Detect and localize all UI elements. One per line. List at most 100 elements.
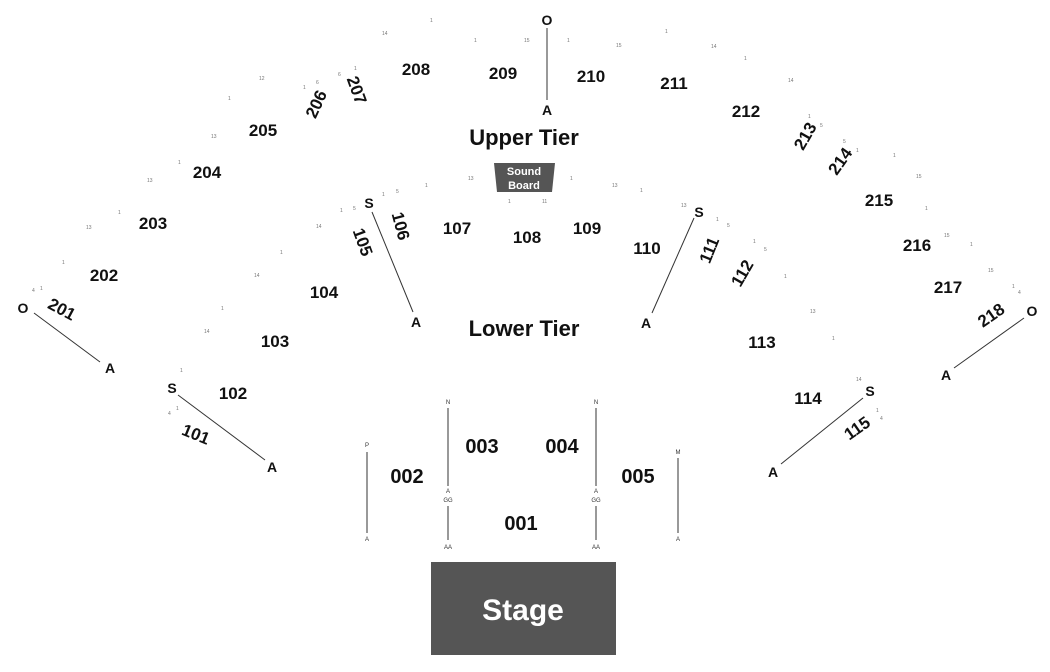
section-114[interactable]: 114 [794,389,822,408]
section-112[interactable]: 112 [727,257,757,290]
seat-number: 13 [810,309,816,315]
seat-number: 1 [354,66,357,72]
section-005[interactable]: 005 [621,466,654,488]
row-label-o: O [1027,303,1038,319]
section-214[interactable]: 214 [824,144,856,179]
section-003[interactable]: 003 [465,436,498,458]
section-108[interactable]: 108 [513,228,541,247]
seat-number: 4 [880,416,883,422]
row-label-a: A [768,464,778,480]
section-202[interactable]: 202 [90,266,118,285]
section-203[interactable]: 203 [139,214,167,233]
seat-number: 1 [221,306,224,312]
seat-number: 1 [876,408,879,414]
stage: Stage [431,562,616,655]
seat-number: 12 [259,76,265,82]
sound-board-label-line1: Sound [507,166,541,178]
row-label-s: S [694,204,703,220]
section-109[interactable]: 109 [573,219,601,238]
section-001[interactable]: 001 [504,513,537,535]
section-208[interactable]: 208 [402,60,430,79]
seat-number: 1 [382,192,385,198]
section-204[interactable]: 204 [193,163,222,182]
seat-number: 1 [340,208,343,214]
aisle-line-101 [177,394,266,461]
section-104[interactable]: 104 [310,283,339,302]
seat-number: 4 [1018,290,1021,296]
seat-number: 14 [788,78,794,84]
section-002[interactable]: 002 [390,466,423,488]
seat-number: 1 [716,217,719,223]
seat-number: 13 [681,203,687,209]
seat-numbers: 14 1 1 15 1 15 1 14 1 14 12 1 1 6 6 1 13… [32,18,1021,422]
section-101[interactable]: 101 [179,420,212,448]
seat-number: 13 [147,178,153,184]
seat-number: 1 [744,56,747,62]
seat-number: 1 [856,148,859,154]
seat-number: 1 [753,239,756,245]
seat-number: 1 [303,85,306,91]
row-label-o: O [18,300,29,316]
seat-number: 1 [893,153,896,159]
aisle-line-105 [371,211,414,313]
row-label-gg: GG [443,498,453,504]
seat-number: 1 [640,188,643,194]
section-106[interactable]: 106 [388,210,414,242]
row-label-s: S [364,195,373,211]
section-103[interactable]: 103 [261,332,289,351]
aisle-line-111 [651,217,695,314]
seat-number: 1 [970,242,973,248]
section-215[interactable]: 215 [865,191,893,210]
section-211[interactable]: 211 [660,74,687,93]
seat-number: 1 [925,206,928,212]
seat-number: 6 [316,80,319,86]
section-216[interactable]: 216 [903,236,931,255]
seat-number: 5 [764,247,767,253]
section-004[interactable]: 004 [545,436,579,458]
row-label-a: A [105,360,115,376]
seat-number: 15 [524,38,530,44]
section-212[interactable]: 212 [732,102,760,121]
row-label-s: S [167,380,176,396]
section-213[interactable]: 213 [790,119,821,153]
row-label-a: A [365,537,369,543]
seat-number: 15 [616,43,622,49]
seat-number: 4 [32,288,35,294]
aisle-line-201 [33,312,101,363]
section-105[interactable]: 105 [349,226,377,259]
seat-number: 1 [832,336,835,342]
seat-number: 15 [944,233,950,239]
section-206[interactable]: 206 [302,87,331,121]
floor-sections: 001 002 003 004 005 [390,436,654,535]
sound-board: Sound Board [494,163,555,192]
section-210[interactable]: 210 [577,67,605,86]
section-102[interactable]: 102 [219,384,247,403]
section-107[interactable]: 107 [443,219,471,238]
seat-number: 1 [784,274,787,280]
seat-number: 11 [542,199,547,205]
section-110[interactable]: 110 [633,239,660,258]
seat-number: 1 [570,176,573,182]
seat-number: 1 [665,29,668,35]
section-218[interactable]: 218 [974,299,1008,331]
section-115[interactable]: 115 [841,413,874,444]
row-label-a: A [542,102,552,118]
seat-number: 1 [178,160,181,166]
section-209[interactable]: 209 [489,64,517,83]
section-111[interactable]: 111 [696,234,724,266]
seat-number: 15 [988,268,994,274]
row-label-aa: AA [592,545,600,551]
seat-number: 13 [86,225,92,231]
seat-number: 1 [118,210,121,216]
aisle-line-218 [953,317,1025,369]
seat-number: 1 [430,18,433,24]
section-113[interactable]: 113 [748,333,775,352]
section-207[interactable]: 207 [343,74,371,107]
section-201[interactable]: 201 [45,294,79,324]
seat-number: 13 [211,134,217,140]
row-label-a: A [676,537,680,543]
section-217[interactable]: 217 [934,278,962,297]
row-label-a: A [941,367,951,383]
section-205[interactable]: 205 [249,121,277,140]
